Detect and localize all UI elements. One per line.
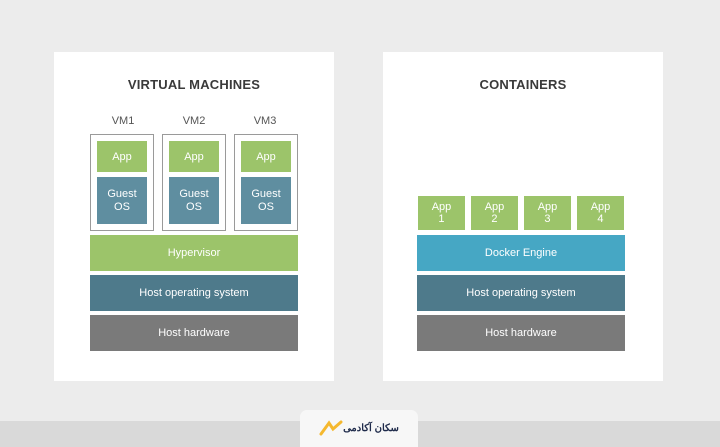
vm-host-os-layer: Host operating system (90, 275, 298, 311)
logo-tab: سکان آکادمی (300, 410, 418, 447)
vm-host-hardware-layer: Host hardware (90, 315, 298, 351)
vm3-guest-os-line1: Guest (251, 187, 281, 200)
container-host-hardware-layer: Host hardware (417, 315, 625, 351)
containers-title: CONTAINERS (479, 77, 567, 92)
vm1-guest-os-line2: OS (114, 200, 130, 213)
vm3-label: VM3 (253, 115, 277, 127)
container-app-1-line1: App (431, 201, 452, 213)
logo-text: سکان آکادمی (343, 423, 399, 434)
vm1-guest-os-line1: Guest (107, 187, 137, 200)
vm1-app-block: App (97, 141, 147, 172)
container-app-3-line2: 3 (544, 213, 551, 225)
vm1-label: VM1 (111, 115, 135, 127)
logo-mark-icon (319, 419, 343, 435)
container-app-3-line1: App (537, 201, 558, 213)
virtual-machines-title: VIRTUAL MACHINES (127, 77, 261, 92)
vm2-label: VM2 (182, 115, 206, 127)
vm3-app-block: App (241, 141, 291, 172)
hypervisor-layer: Hypervisor (90, 235, 298, 271)
vm2-guest-os-line1: Guest (179, 187, 209, 200)
container-app-4-line1: App (590, 201, 611, 213)
container-app-2-line2: 2 (491, 213, 498, 225)
container-app-4-line2: 4 (597, 213, 604, 225)
docker-engine-layer: Docker Engine (417, 235, 625, 271)
container-host-os-layer: Host operating system (417, 275, 625, 311)
vm2-app-block: App (169, 141, 219, 172)
container-app-1-line2: 1 (438, 213, 445, 225)
vm2-guest-os-line2: OS (186, 200, 202, 213)
vm3-guest-os-line2: OS (258, 200, 274, 213)
container-app-2-line1: App (484, 201, 505, 213)
